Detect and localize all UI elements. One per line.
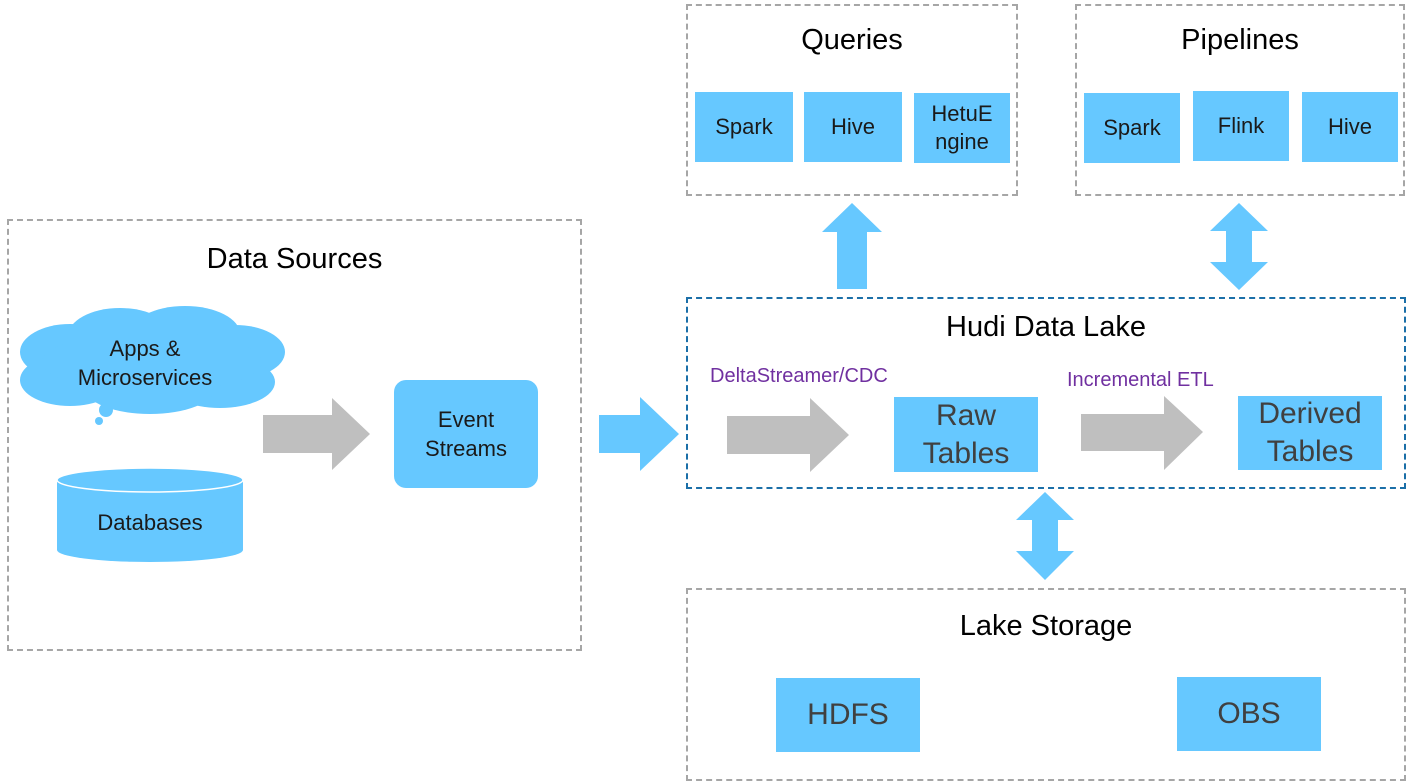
obs-label: OBS [1217,697,1281,730]
pipelines-group: Pipelines [1075,4,1405,196]
databases-cylinder-shape [56,467,244,562]
hudi-data-lake-group: Hudi Data Lake [686,297,1406,489]
lake-storage-title: Lake Storage [959,610,1133,642]
queries-spark-label: Spark [715,114,773,139]
queries-hetuengine-label: HetuE ngine [931,101,993,154]
databases-label: Databases [97,510,203,535]
gray-arrow-to-derived-tables [1081,396,1203,470]
queries-hive-label: Hive [830,114,875,139]
pipelines-flink-node: Flink [1193,91,1289,161]
obs-node: OBS [1177,677,1321,751]
pipelines-hive-label: Hive [1327,114,1372,139]
gray-arrow-to-raw-tables [727,398,849,472]
apps-cloud-shape [20,306,285,425]
pipelines-flink-label: Flink [1217,113,1265,138]
data-sources-group: Data Sources [7,219,582,651]
blue-double-arrow-hudi-storage [1016,492,1074,580]
queries-title: Queries [801,24,903,56]
event-streams-node: Event Streams [394,380,538,488]
blue-arrow-streams-to-hudi [599,397,679,471]
raw-tables-node: Raw Tables [894,397,1038,472]
event-streams-label: Event Streams [425,407,507,461]
hdfs-node: HDFS [776,678,920,752]
blue-double-arrow-hudi-pipelines [1210,203,1268,290]
queries-group: Queries [686,4,1018,196]
hdfs-label: HDFS [807,698,889,731]
apps-microservices-label: Apps & Microservices [77,336,213,390]
pipelines-hive-node: Hive [1302,92,1398,162]
blue-arrow-hudi-to-queries [822,203,882,289]
lake-storage-group: Lake Storage [686,588,1406,781]
hudi-data-lake-title: Hudi Data Lake [946,311,1146,343]
pipelines-spark-label: Spark [1103,115,1161,140]
pipelines-title: Pipelines [1181,24,1299,56]
queries-hetuengine-node: HetuE ngine [914,93,1010,163]
queries-spark-node: Spark [695,92,793,162]
pipelines-spark-node: Spark [1084,93,1180,163]
raw-tables-label: Raw Tables [922,398,1010,470]
gray-arrow-sources-to-streams [263,398,370,470]
incremental-etl-label: Incremental ETL [1067,369,1214,391]
data-sources-title: Data Sources [206,243,383,275]
derived-tables-label: Derived Tables [1258,397,1362,468]
derived-tables-node: Derived Tables [1238,396,1382,470]
queries-hive-node: Hive [804,92,902,162]
deltastreamer-cdc-label: DeltaStreamer/CDC [710,365,888,387]
